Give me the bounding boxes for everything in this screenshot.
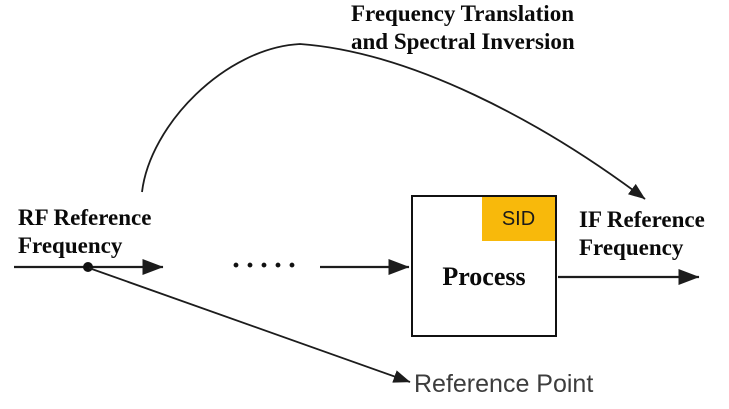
rf-label-line2: Frequency <box>18 233 123 258</box>
if-label-line2: Frequency <box>579 235 684 260</box>
reference-point-tap-dot <box>83 262 93 272</box>
reference-point-label: Reference Point <box>414 370 594 398</box>
if-label-line1: IF Reference <box>579 207 705 232</box>
rf-label-line1: RF Reference <box>18 205 152 230</box>
process-box: SID <box>411 195 557 337</box>
sid-badge: SID <box>482 197 555 241</box>
process-box-title: Process <box>442 262 526 291</box>
chain-ellipsis-dots: ····· <box>231 249 302 282</box>
frequency-translation-label-line2: and Spectral Inversion <box>351 29 575 54</box>
rf-reference-frequency-label: RF Reference Frequency <box>18 204 151 260</box>
reference-point-arrow <box>88 267 411 383</box>
frequency-translation-label-line1: Frequency Translation <box>351 1 574 26</box>
if-reference-frequency-label: IF Reference Frequency <box>579 206 705 262</box>
frequency-translation-label: Frequency Translation and Spectral Inver… <box>351 0 575 56</box>
frequency-translation-arrow <box>141 43 646 200</box>
